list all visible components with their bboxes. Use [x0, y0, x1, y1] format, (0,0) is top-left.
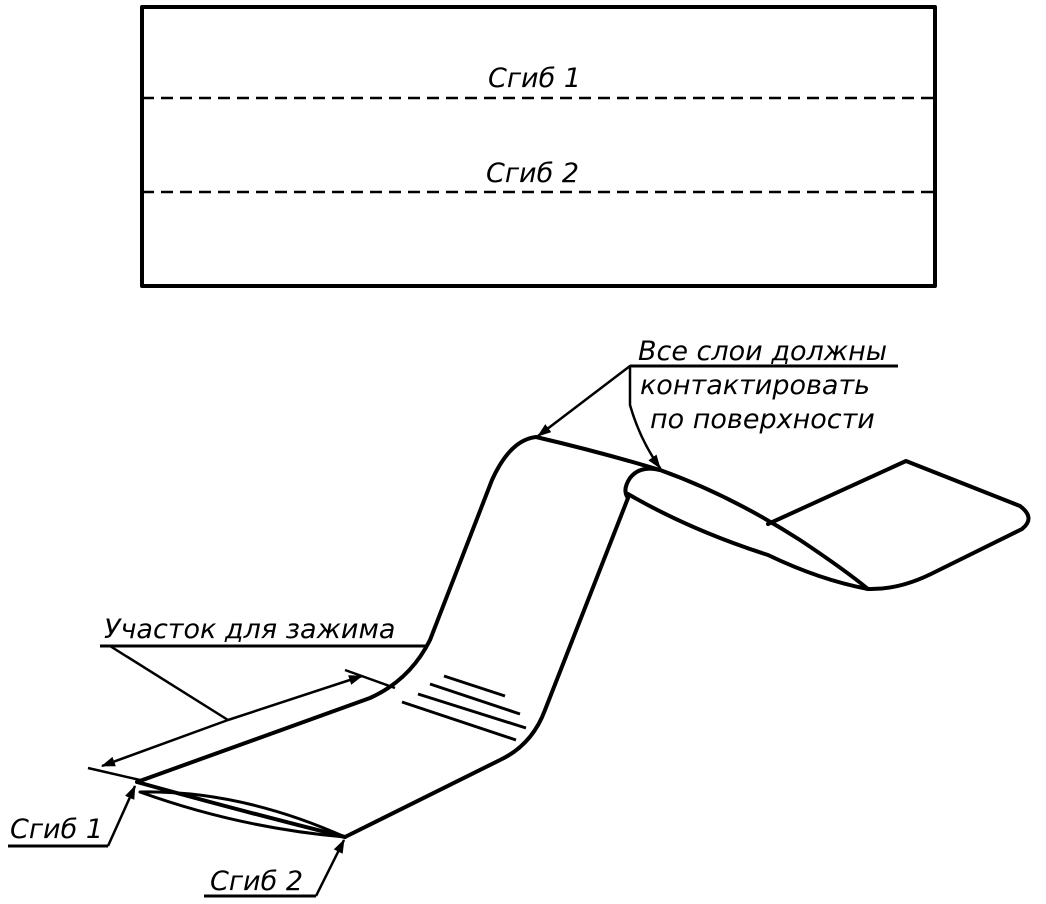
top-fold-inner-curve: [626, 492, 870, 591]
flat-fold1-label: Сгиб 1: [488, 63, 581, 94]
clamp-dimension-arrow-left: [101, 718, 229, 768]
flat-strip: Сгиб 1 Сгиб 2: [140, 5, 937, 288]
strip-bottom-edge: [135, 780, 347, 839]
contact-leader-right: [628, 364, 662, 470]
clamp-dimension-arrow-right: [227, 674, 363, 722]
contact-note-line1: Все слои должны: [638, 336, 887, 367]
fold1-leader: [106, 785, 137, 847]
back-panel: [766, 459, 1031, 592]
strip-right-edge: [343, 496, 630, 839]
fold2-crease: [138, 790, 347, 839]
clamp-leader: [109, 644, 229, 722]
flat-fold2-label: Сгиб 2: [486, 158, 579, 189]
clamp-area: Участок для зажима: [87, 614, 428, 782]
folded-strip: [135, 435, 1031, 839]
contact-note: Все слои должны контактировать по поверх…: [537, 336, 898, 470]
clamp-extension-left: [87, 766, 141, 782]
bottom-fold-labels: Сгиб 1 Сгиб 2: [8, 785, 346, 898]
clamp-label: Участок для зажима: [104, 614, 395, 645]
folded-fold1-label: Сгиб 1: [10, 814, 103, 845]
fold2-leader: [314, 839, 346, 897]
contact-note-line2: контактировать: [640, 370, 870, 401]
folded-fold2-label: Сгиб 2: [210, 866, 303, 897]
flat-strip-outline: [140, 5, 937, 288]
clamp-extension: [344, 668, 396, 690]
strip-left-edge: [135, 435, 538, 784]
hatching: [401, 674, 527, 742]
contact-note-line3: по поверхности: [650, 404, 875, 435]
top-ridge: [534, 435, 870, 591]
contact-leader-left: [537, 365, 631, 437]
